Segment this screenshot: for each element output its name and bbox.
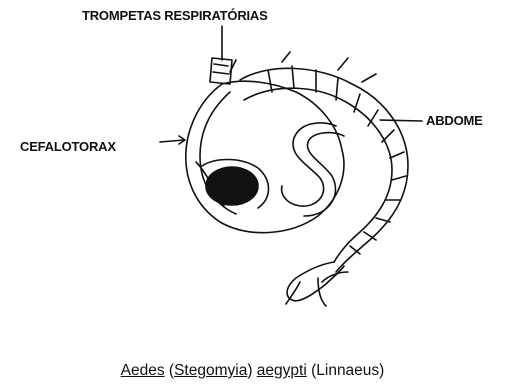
abdomen (240, 68, 408, 272)
folded-appendages (282, 123, 336, 206)
caption-subgenus: Stegomyia (174, 362, 247, 379)
respiratory-trumpet (210, 58, 232, 84)
compound-eye (206, 167, 258, 205)
tail-paddle (287, 262, 344, 301)
cefalotorax-pointer (160, 140, 184, 142)
abdome-pointer (380, 120, 422, 121)
caption-close-paren: ) (247, 362, 252, 379)
caption-genus: Aedes (121, 362, 165, 379)
caption-authority: (Linnaeus) (311, 362, 384, 379)
caption-species: aegypti (257, 362, 307, 379)
species-caption: Aedes (Stegomyia) aegypti (Linnaeus) (0, 362, 505, 380)
cephalothorax-shell (186, 81, 344, 232)
